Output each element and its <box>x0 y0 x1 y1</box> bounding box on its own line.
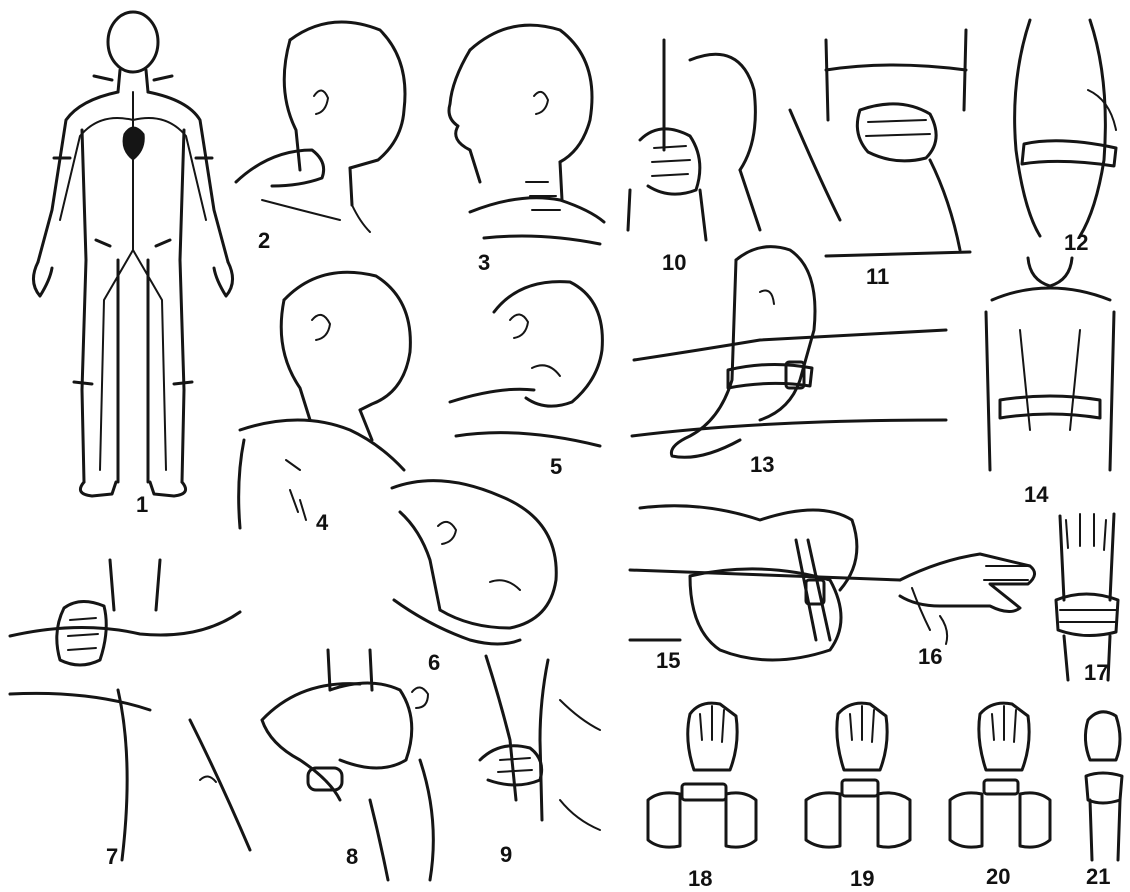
carotid-pressure-lying-icon <box>450 282 602 446</box>
figure-label: 17 <box>1084 660 1108 685</box>
figure-label: 14 <box>1024 482 1049 507</box>
wrist-tourniquet-step1-icon <box>648 703 756 847</box>
carotid-pressure-front-icon <box>236 22 405 232</box>
neck-pressure-points-icon <box>449 25 604 244</box>
brachial-pressure-icon <box>480 656 600 830</box>
figure-label: 21 <box>1086 864 1110 889</box>
fist-pressure-groin-icon <box>790 30 970 256</box>
figure-label: 16 <box>918 644 942 669</box>
wrist-tourniquet-step2-icon <box>806 703 910 847</box>
figure-label: 7 <box>106 844 118 869</box>
figure-label: 5 <box>550 454 562 479</box>
figure-label: 18 <box>688 866 712 891</box>
arterial-map-figure-icon <box>33 12 232 496</box>
subclavian-pressure-icon <box>239 272 411 528</box>
shoulders-strap-back-icon <box>986 258 1114 470</box>
figure-label: 19 <box>850 866 874 891</box>
figure-label: 9 <box>500 842 512 867</box>
figure-label: 4 <box>316 510 329 535</box>
figure-label: 2 <box>258 228 270 253</box>
figure-label: 1 <box>136 492 148 517</box>
wrist-grip-icon <box>1056 514 1118 680</box>
figure-label: 15 <box>656 648 680 673</box>
axillary-pressure-icon <box>10 560 250 860</box>
thigh-tourniquet-flexed-icon <box>630 506 900 660</box>
thigh-tourniquet-seated-icon <box>632 247 946 458</box>
head-turned-pressure-icon <box>392 481 556 644</box>
femoral-pressure-icon <box>628 40 760 240</box>
figure-label: 20 <box>986 864 1010 889</box>
upper-arm-tourniquet-icon <box>1015 20 1116 236</box>
wrist-tourniquet-done-icon <box>1085 712 1122 860</box>
figure-label: 10 <box>662 250 686 275</box>
hand-with-cord-icon <box>900 554 1035 644</box>
figure-label: 11 <box>866 264 889 289</box>
figure-labels: 1 2 3 4 5 6 7 8 9 10 11 12 13 14 15 16 1… <box>106 228 1110 891</box>
figure-label: 13 <box>750 452 774 477</box>
figure-label: 6 <box>428 650 440 675</box>
figure-label: 3 <box>478 250 490 275</box>
figure-label: 12 <box>1064 230 1088 255</box>
figure-label: 8 <box>346 844 358 869</box>
wrist-tourniquet-step3-icon <box>950 703 1050 847</box>
